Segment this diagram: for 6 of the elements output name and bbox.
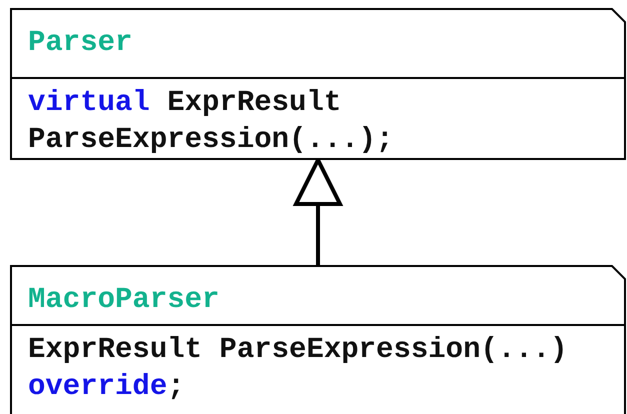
class-name: Parser <box>27 25 134 61</box>
member-signature: ExprResult ParseExpression(...) override; <box>27 332 568 405</box>
class-name: MacroParser <box>27 282 220 318</box>
member-signature: virtual ExprResult ParseExpression(...); <box>27 85 394 158</box>
class-box <box>10 265 626 414</box>
class-box <box>10 8 626 160</box>
